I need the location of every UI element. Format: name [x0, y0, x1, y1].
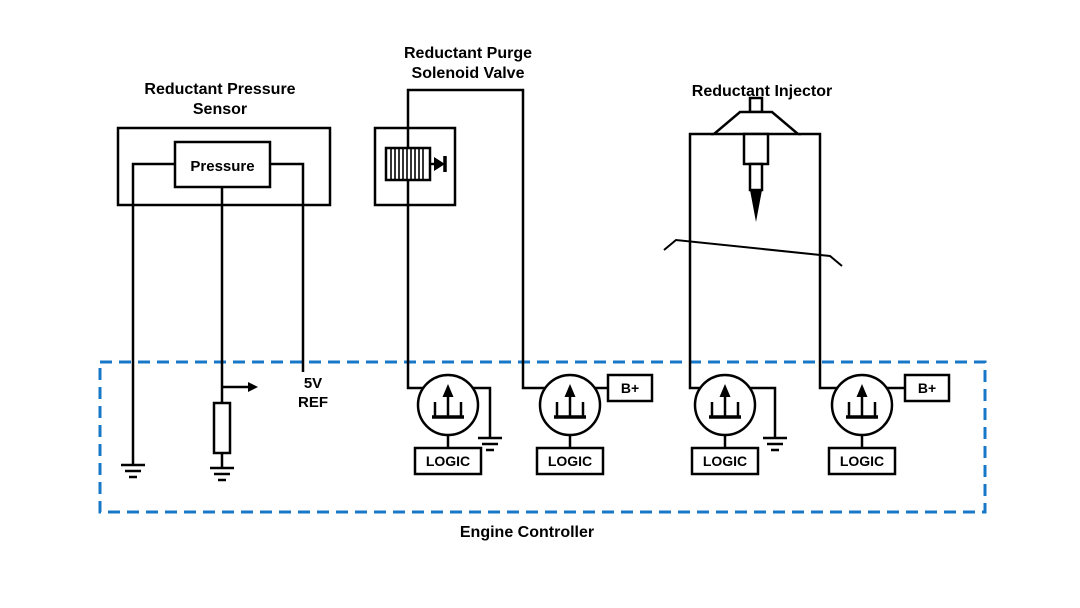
- harness-break-icon: [663, 238, 843, 267]
- transistor-icon: [538, 373, 602, 450]
- injector-wire-right: [798, 132, 837, 390]
- reductant-injector-group: Reductant Injector: [663, 83, 843, 390]
- pressure-element-label: Pressure: [190, 158, 254, 175]
- bplus-label-2: B+: [918, 380, 936, 396]
- bplus-box-1: [606, 373, 654, 403]
- pressure-sensor-group: Reductant Pressure Sensor Pressure 5V RE…: [116, 81, 332, 482]
- purge-solenoid-valve-group: Reductant Purge Solenoid Valve: [373, 45, 545, 390]
- driver-1-group: LOGIC: [413, 373, 504, 476]
- engine-controller-label: Engine Controller: [460, 524, 594, 541]
- driver-2-group: B+ LOGIC: [535, 373, 654, 476]
- purge-valve-title-line1: Reductant Purge: [404, 45, 532, 62]
- bplus-box-2: [903, 373, 951, 403]
- driver-3-ground-wire: [750, 386, 777, 438]
- solenoid-coil-icon: [384, 146, 432, 182]
- diode-icon: [430, 156, 447, 172]
- driver-1-ground-wire: [473, 386, 492, 438]
- bplus-label-1: B+: [621, 380, 639, 396]
- ref-label-line1: 5V: [304, 375, 322, 392]
- injector-icon: [710, 96, 802, 222]
- transistor-icon: [830, 373, 894, 450]
- engine-controller-group: Engine Controller: [98, 360, 987, 541]
- driver-3-group: LOGIC: [690, 373, 789, 476]
- transistor-icon: [693, 373, 757, 450]
- logic-box-4: [827, 446, 897, 476]
- logic-box-2: [535, 446, 605, 476]
- pressure-sensor-title-line1: Reductant Pressure: [144, 81, 295, 98]
- transistor-icon: [416, 373, 480, 450]
- resistor-icon: [212, 401, 232, 455]
- purge-valve-title-line2: Solenoid Valve: [412, 65, 525, 82]
- ground-icon: [761, 436, 789, 452]
- ground-icon: [208, 466, 236, 482]
- logic-box-1: [413, 446, 483, 476]
- reductant-injector-title: Reductant Injector: [692, 83, 832, 100]
- ground-icon: [119, 463, 147, 479]
- sensor-ground-wire: [131, 162, 175, 465]
- valve-highside-wire: [406, 88, 545, 390]
- logic-label-2: LOGIC: [548, 453, 592, 469]
- valve-lowside-wire: [406, 205, 423, 390]
- ref-label-line2: REF: [298, 394, 328, 411]
- signal-arrow-icon: [248, 382, 258, 392]
- pressure-sensor-title-line2: Sensor: [193, 101, 247, 118]
- injector-wire-left: [688, 132, 714, 390]
- engine-controller-outline: [98, 360, 987, 514]
- sensor-5v-wire: [270, 162, 305, 372]
- logic-box-3: [690, 446, 760, 476]
- driver-4-group: B+ LOGIC: [827, 373, 951, 476]
- logic-label-3: LOGIC: [703, 453, 747, 469]
- logic-label-1: LOGIC: [426, 453, 470, 469]
- logic-label-4: LOGIC: [840, 453, 884, 469]
